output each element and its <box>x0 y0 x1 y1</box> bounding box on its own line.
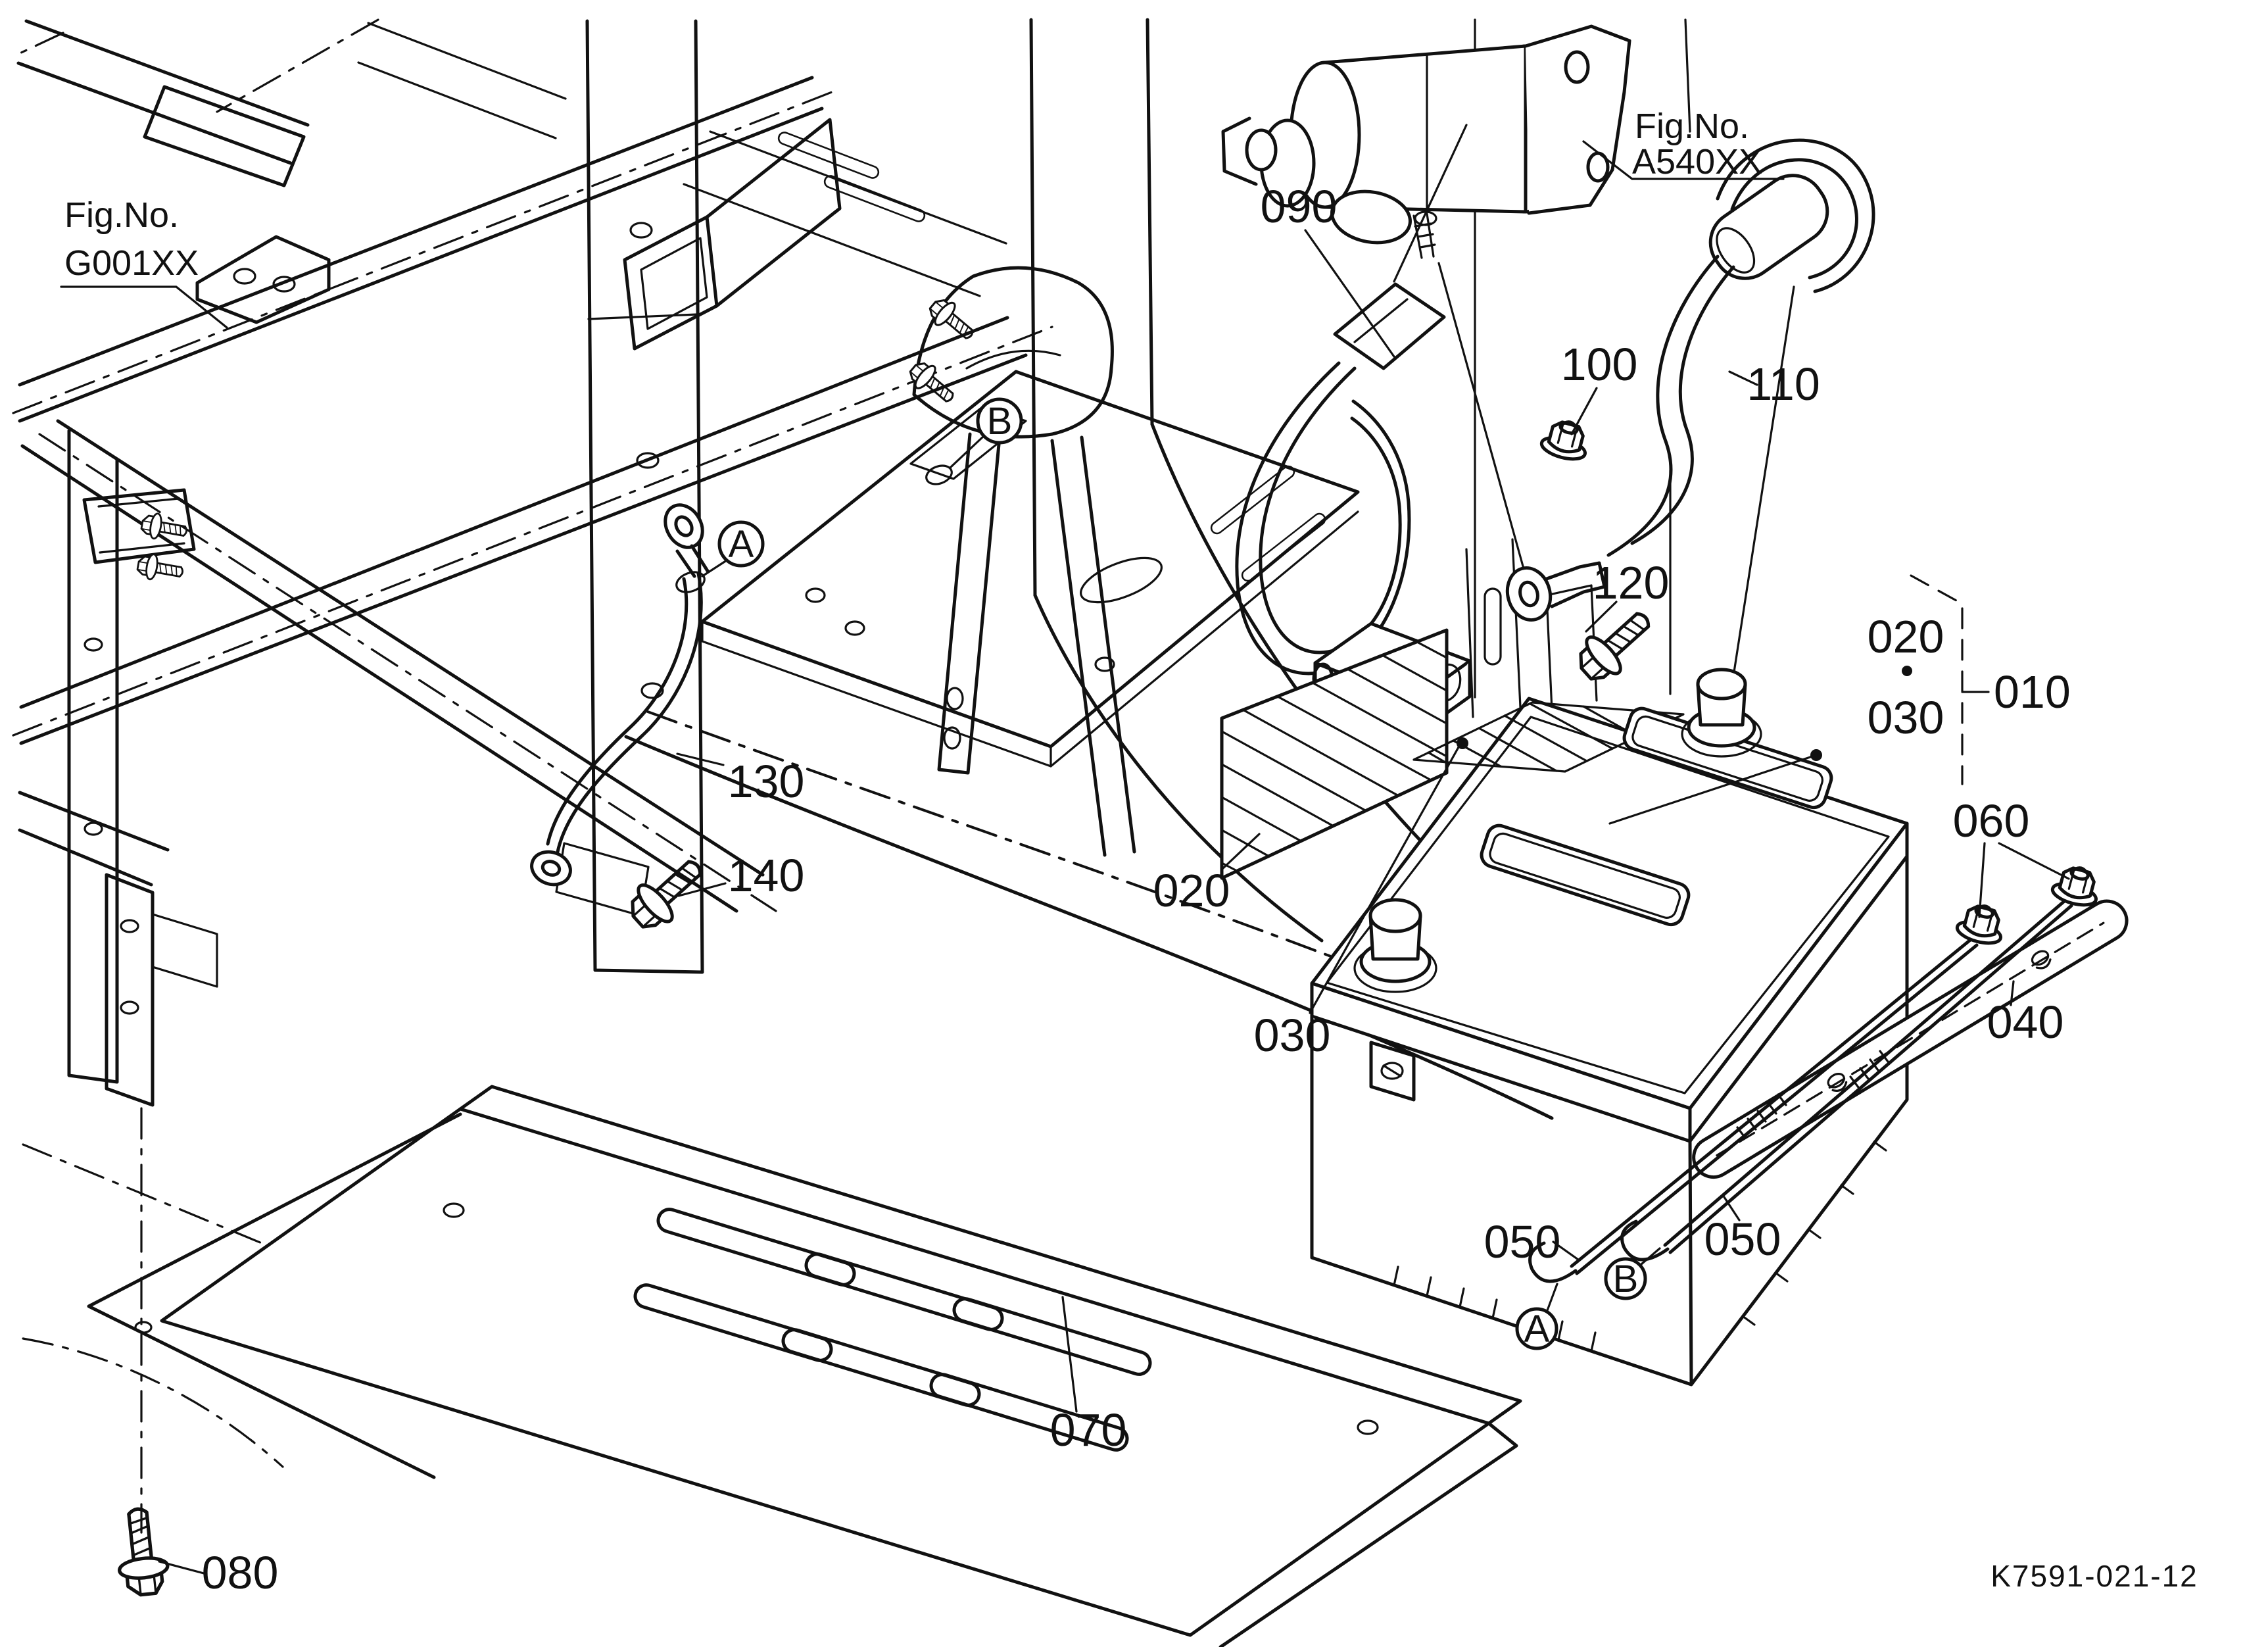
nut-100 <box>1539 416 1592 463</box>
drawing-number: K7591-021-12 <box>1991 1559 2198 1593</box>
part-label-130[interactable]: 130 <box>728 756 805 807</box>
part-label-110[interactable]: 110 <box>1747 358 1820 410</box>
view-marker-a-jbolt: A <box>1515 1283 1558 1350</box>
part-label-070[interactable]: 070 <box>1050 1404 1127 1456</box>
bolt-120 <box>1570 601 1661 689</box>
view-marker-a-label: A <box>729 523 754 566</box>
chassis-frame <box>12 18 1691 1468</box>
bolt-140 <box>621 848 713 937</box>
part-label-060[interactable]: 060 <box>1953 795 2030 847</box>
ground-cable <box>530 503 710 917</box>
part-label-050-right[interactable]: 050 <box>1704 1214 1781 1265</box>
view-marker-a-label: A <box>1524 1308 1550 1350</box>
fig-ref-frame-prefix[interactable]: Fig.No. <box>64 195 179 235</box>
part-label-140[interactable]: 140 <box>728 850 805 901</box>
view-marker-a-frame: A <box>675 520 765 593</box>
legend-label-020[interactable]: 020 <box>1868 611 1944 662</box>
part-label-050-left[interactable]: 050 <box>1484 1216 1561 1267</box>
j-bolt-b <box>1620 897 2073 1262</box>
view-marker-b-label: B <box>1613 1258 1639 1300</box>
fig-ref-starter-prefix[interactable]: Fig.No. <box>1635 107 1749 146</box>
leader-lines <box>60 140 2070 1575</box>
part-label-020[interactable]: 020 <box>1153 865 1230 916</box>
part-label-090[interactable]: 090 <box>1261 181 1338 232</box>
fig-ref-frame-code[interactable]: G001XX <box>64 243 199 283</box>
part-label-030[interactable]: 030 <box>1254 1010 1331 1061</box>
protection-panel <box>1220 628 1449 880</box>
fig-ref-frame[interactable]: Fig.No. G001XX <box>64 195 199 283</box>
starter-motor <box>1221 24 1631 572</box>
battery-clamp-assembly <box>1528 862 2129 1283</box>
step-plate <box>87 1085 1522 1647</box>
j-bolt-a <box>1528 936 1979 1283</box>
view-marker-b-jbolt: B <box>1604 1247 1661 1300</box>
clamp-nut-2 <box>2050 862 2103 909</box>
battery-clamp-bar <box>1692 899 2129 1179</box>
fig-ref-starter-code[interactable]: A540XX <box>1632 142 1762 182</box>
battery-positive-cable <box>1505 138 1875 677</box>
clamp-nut-1 <box>1955 900 2008 947</box>
part-label-080[interactable]: 080 <box>202 1547 279 1598</box>
part-label-100[interactable]: 100 <box>1561 339 1638 390</box>
battery <box>1310 668 1909 1387</box>
battery-terminal-negative <box>1353 898 1437 993</box>
part-label-010[interactable]: 010 <box>1994 666 2071 718</box>
part-label-040[interactable]: 040 <box>1987 996 2064 1048</box>
view-marker-b-label: B <box>987 400 1013 443</box>
view-marker-b-frame: B <box>925 397 1023 485</box>
legend-label-030[interactable]: 030 <box>1868 692 1944 743</box>
fig-ref-starter[interactable]: Fig.No. A540XX <box>1632 107 1762 182</box>
battery-terminal-positive <box>1681 668 1762 758</box>
part-label-120[interactable]: 120 <box>1593 557 1670 608</box>
